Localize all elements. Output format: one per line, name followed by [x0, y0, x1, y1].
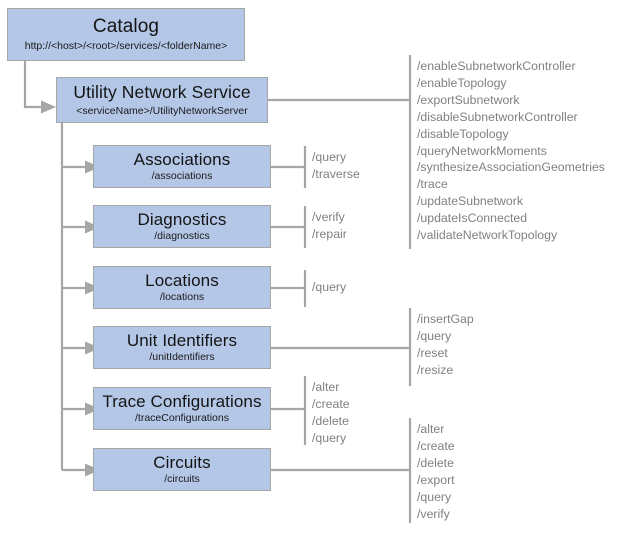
operation-item: /verify	[417, 506, 450, 521]
operation-item: /reset	[417, 345, 448, 360]
node-catalog[interactable]: Catalog http://<host>/<root>/services/<f…	[7, 8, 245, 61]
node-trace-configurations-title: Trace Configurations	[102, 391, 262, 411]
node-diagnostics-path: /diagnostics	[154, 230, 210, 243]
operation-item: /updateIsConnected	[417, 211, 528, 226]
operations-circuits: /alter/create/delete/export/query/verify	[417, 421, 455, 522]
operation-item: /create	[312, 396, 350, 411]
node-unit-identifiers[interactable]: Unit Identifiers /unitIdentifiers	[93, 326, 271, 369]
node-locations[interactable]: Locations /locations	[93, 266, 271, 309]
node-locations-path: /locations	[159, 291, 205, 304]
operation-item: /query	[417, 489, 452, 504]
operation-item: /repair	[312, 226, 347, 241]
node-circuits[interactable]: Circuits /circuits	[93, 448, 271, 491]
operations-unit-identifiers: /insertGap/query/reset/resize	[417, 311, 474, 379]
operation-item: /delete	[312, 413, 349, 428]
node-diagnostics-title: Diagnostics	[137, 209, 227, 229]
operation-item: /traverse	[312, 166, 360, 181]
node-unit-identifiers-path: /unitIdentifiers	[149, 351, 215, 364]
operation-item: /export	[417, 472, 455, 487]
operation-item: /updateSubnetwork	[417, 194, 523, 209]
operation-item: /query	[312, 150, 347, 164]
node-catalog-path: http://<host>/<root>/services/<folderNam…	[24, 40, 228, 53]
operations-locations: /query	[312, 279, 346, 296]
operation-item: /create	[417, 438, 455, 453]
operation-item: /query	[312, 280, 347, 294]
node-trace-configurations[interactable]: Trace Configurations /traceConfiguration…	[93, 387, 271, 430]
operation-item: /synthesizeAssociationGeometries	[417, 160, 605, 175]
operation-item: /query	[312, 430, 347, 445]
operation-item: /delete	[417, 455, 454, 470]
node-utility-network-service-title: Utility Network Service	[73, 82, 251, 103]
node-unit-identifiers-title: Unit Identifiers	[126, 330, 238, 350]
node-catalog-title: Catalog	[92, 15, 160, 37]
operation-item: /exportSubnetwork	[417, 92, 520, 107]
operation-item: /alter	[312, 380, 340, 394]
node-circuits-title: Circuits	[153, 452, 211, 472]
operations-utility-network-service: /enableSubnetworkController/enableTopolo…	[417, 58, 605, 244]
operations-diagnostics: /verify/repair	[312, 209, 347, 243]
operation-item: /resize	[417, 362, 454, 377]
node-utility-network-service-path: <serviceName>/UtilityNetworkServer	[76, 104, 248, 117]
operations-associations: /query/traverse	[312, 149, 360, 183]
operations-trace-configurations: /alter/create/delete/query	[312, 379, 350, 447]
node-diagnostics[interactable]: Diagnostics /diagnostics	[93, 205, 271, 248]
operation-item: /alter	[417, 422, 445, 436]
node-trace-configurations-path: /traceConfigurations	[135, 412, 229, 425]
operation-item: /queryNetworkMoments	[417, 143, 547, 158]
operation-item: /enableTopology	[417, 75, 507, 90]
operation-item: /enableSubnetworkController	[417, 59, 576, 73]
node-associations-path: /associations	[151, 170, 213, 183]
operation-item: /insertGap	[417, 312, 474, 326]
operation-item: /disableSubnetworkController	[417, 109, 578, 124]
node-associations-title: Associations	[133, 149, 231, 169]
node-locations-title: Locations	[145, 270, 219, 290]
node-utility-network-service[interactable]: Utility Network Service <serviceName>/Ut…	[56, 77, 268, 123]
node-associations[interactable]: Associations /associations	[93, 145, 271, 188]
operation-item: /query	[417, 328, 452, 343]
node-circuits-path: /circuits	[164, 473, 200, 486]
operation-item: /validateNetworkTopology	[417, 228, 558, 243]
operation-item: /trace	[417, 177, 448, 192]
operation-item: /disableTopology	[417, 126, 509, 141]
operation-item: /verify	[312, 210, 345, 224]
